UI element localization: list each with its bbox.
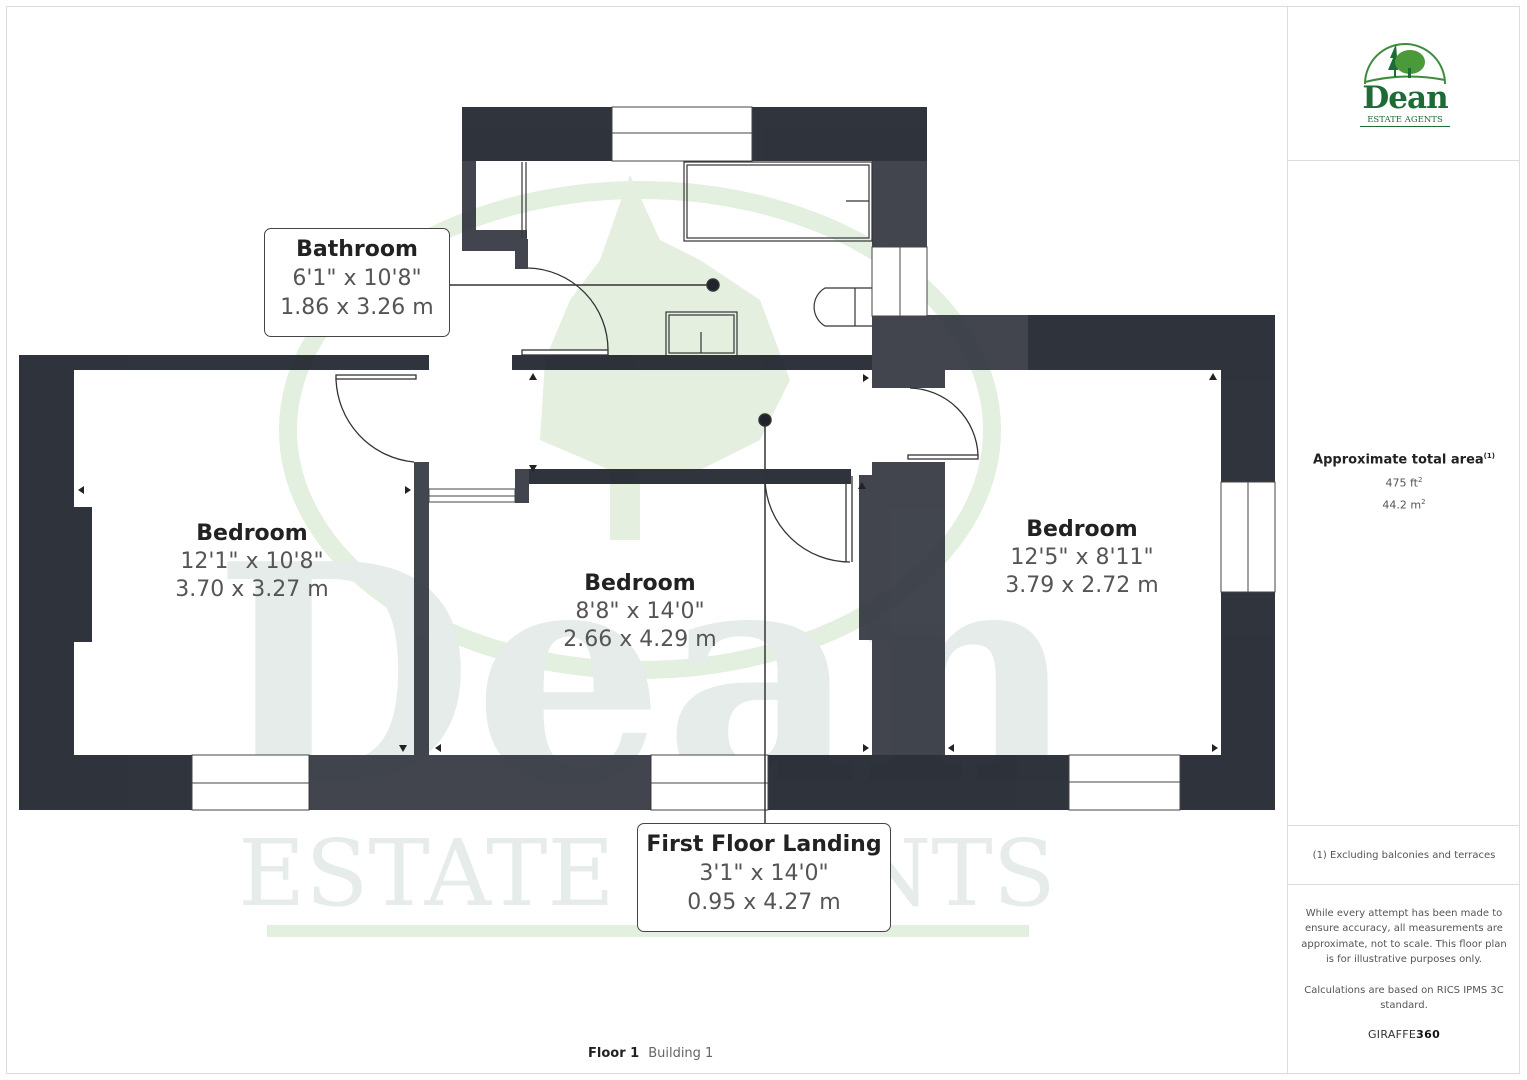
bathroom-fixtures (521, 161, 873, 357)
room-label-bedroom-right: Bedroom 12'5" x 8'11" 3.79 x 2.72 m (982, 516, 1182, 600)
room-metric: 3.70 x 3.27 m (175, 577, 329, 602)
disclaimer: While every attempt has been made to ens… (1301, 908, 1507, 965)
footnote-section: (1) Excluding balconies and terraces (1288, 825, 1520, 885)
room-name: Bedroom (196, 521, 308, 546)
room-metric: 3.79 x 2.72 m (1005, 573, 1159, 598)
room-imperial: 6'1" x 10'8" (292, 266, 422, 291)
room-imperial: 12'5" x 8'11" (1010, 545, 1154, 570)
tree-icon (1364, 43, 1446, 85)
brand-logo: Dean ESTATE AGENTS (1360, 36, 1450, 131)
room-metric: 0.95 x 4.27 m (687, 890, 841, 915)
info-sidebar: Dean ESTATE AGENTS Approximate total are… (1287, 6, 1520, 1074)
calculations-note: Calculations are based on RICS IPMS 3C s… (1304, 985, 1504, 1012)
room-metric: 2.66 x 4.29 m (563, 627, 717, 652)
building-label: Building 1 (648, 1046, 714, 1061)
provider-logo: GIRAFFE360 (1367, 1028, 1441, 1041)
room-imperial: 8'8" x 14'0" (575, 599, 705, 624)
windows (191, 106, 1276, 811)
room-imperial: 3'1" x 14'0" (699, 861, 829, 886)
room-imperial: 12'1" x 10'8" (180, 549, 324, 574)
area-sqm: 44.2 m2 (1382, 498, 1426, 512)
area-sqft: 475 ft2 (1385, 476, 1423, 490)
footnote: (1) Excluding balconies and terraces (1312, 850, 1496, 861)
room-name: Bedroom (1026, 517, 1138, 542)
logo-section: Dean ESTATE AGENTS (1288, 6, 1520, 161)
room-name: Bathroom (296, 237, 418, 262)
measure-markers (78, 373, 1218, 752)
room-callout-landing: First Floor Landing 3'1" x 14'0" 0.95 x … (637, 823, 891, 932)
floor-label: Floor 1 Building 1 (588, 1046, 713, 1061)
brand-subtitle: ESTATE AGENTS (1360, 115, 1450, 127)
room-name: First Floor Landing (646, 832, 882, 857)
walls (19, 107, 1275, 810)
room-name: Bedroom (584, 571, 696, 596)
room-metric: 1.86 x 3.26 m (280, 295, 434, 320)
brand-name: Dean (1362, 80, 1448, 116)
room-callout-bathroom: Bathroom 6'1" x 10'8" 1.86 x 3.26 m (264, 228, 450, 337)
doors (335, 267, 979, 563)
room-label-bedroom-middle: Bedroom 8'8" x 14'0" 2.66 x 4.29 m (540, 570, 740, 654)
room-label-bedroom-left: Bedroom 12'1" x 10'8" 3.70 x 3.27 m (152, 520, 352, 604)
callout-leaders (450, 278, 772, 823)
area-title: Approximate total area(1) (1313, 452, 1495, 468)
floor-number: Floor 1 (588, 1046, 640, 1061)
page-frame (6, 6, 1520, 1074)
